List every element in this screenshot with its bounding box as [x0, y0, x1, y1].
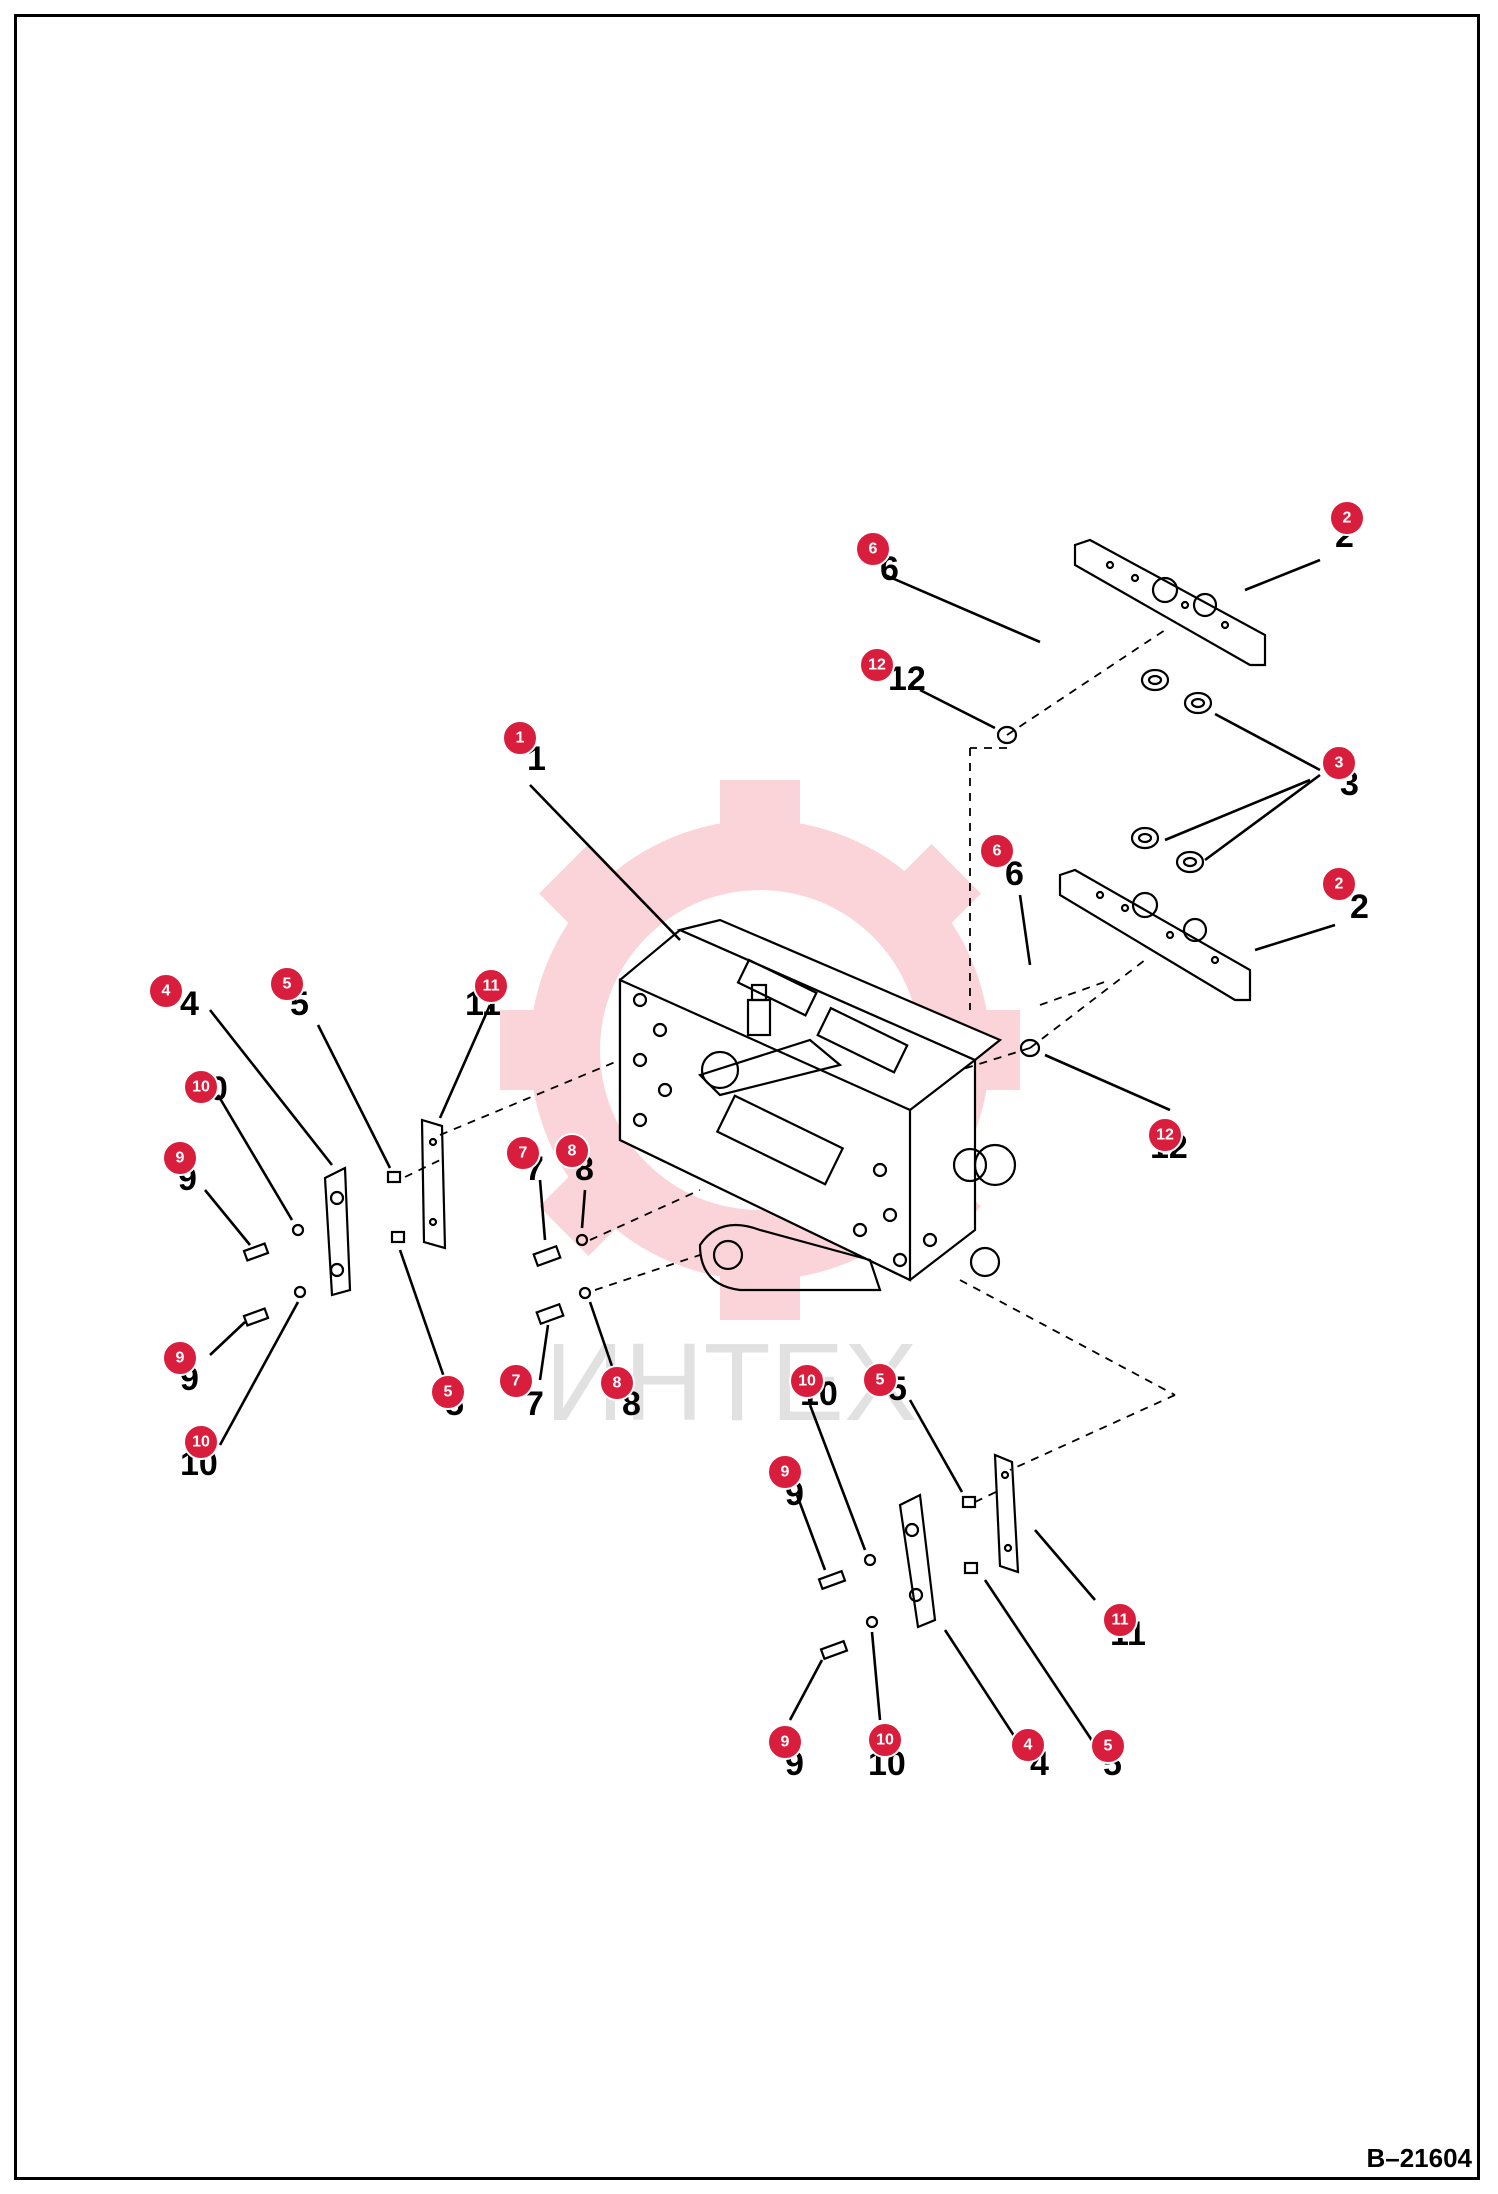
callout-12[interactable]: 12	[859, 647, 895, 683]
callout-6[interactable]: 6	[855, 531, 891, 567]
svg-text:6: 6	[869, 541, 878, 558]
left-strip-part	[420, 1118, 447, 1250]
svg-text:10: 10	[876, 1732, 894, 1749]
part-label: 6	[1005, 855, 1024, 893]
callout-5[interactable]: 5	[862, 1362, 898, 1398]
callout-11[interactable]: 11	[473, 968, 509, 1004]
callout-12[interactable]: 12	[1147, 1117, 1183, 1153]
svg-text:3: 3	[1335, 755, 1344, 772]
callout-5[interactable]: 5	[1090, 1728, 1126, 1764]
parts-linework	[203, 538, 1336, 1746]
nut-parts	[1130, 668, 1213, 874]
callout-hotspots: 2 6 12 3 1 6 2 4 5 11 10 9 7 8 12 9 5 7 …	[148, 500, 1365, 1764]
svg-text:8: 8	[568, 1143, 577, 1160]
drawing-reference-code: B–21604	[1366, 2143, 1472, 2173]
callout-5[interactable]: 5	[269, 966, 305, 1002]
part-label: 4	[180, 985, 199, 1023]
svg-text:7: 7	[512, 1373, 521, 1390]
right-pad-part	[898, 1493, 937, 1629]
callout-7[interactable]: 7	[498, 1363, 534, 1399]
leader-lines	[203, 558, 1336, 1746]
callout-4[interactable]: 4	[1010, 1727, 1046, 1763]
svg-text:10: 10	[798, 1373, 816, 1390]
part-label: 2	[1350, 888, 1369, 926]
svg-text:11: 11	[1112, 1612, 1129, 1629]
washer-part-upper	[996, 725, 1018, 745]
svg-text:5: 5	[1104, 1738, 1113, 1755]
svg-text:9: 9	[781, 1464, 790, 1481]
assembly-dashes	[404, 629, 1176, 1503]
callout-10[interactable]: 10	[183, 1069, 219, 1105]
lower-bracket-part	[1058, 868, 1252, 1002]
right-strip-part	[993, 1453, 1020, 1574]
svg-text:2: 2	[1343, 510, 1352, 527]
svg-text:4: 4	[1024, 1737, 1033, 1754]
svg-text:6: 6	[993, 843, 1002, 860]
callout-11[interactable]: 11	[1102, 1602, 1138, 1638]
callout-4[interactable]: 4	[148, 973, 184, 1009]
callout-10[interactable]: 10	[183, 1424, 219, 1460]
svg-text:9: 9	[176, 1350, 185, 1367]
callout-10[interactable]: 10	[789, 1363, 825, 1399]
callout-8[interactable]: 8	[599, 1365, 635, 1401]
callout-5[interactable]: 5	[430, 1374, 466, 1410]
callout-8[interactable]: 8	[554, 1133, 590, 1169]
svg-text:12: 12	[1156, 1127, 1174, 1144]
svg-text:5: 5	[876, 1372, 885, 1389]
svg-text:10: 10	[192, 1079, 210, 1096]
svg-text:9: 9	[176, 1150, 185, 1167]
svg-text:9: 9	[781, 1734, 790, 1751]
upper-bracket-part	[1073, 538, 1267, 667]
callout-3[interactable]: 3	[1321, 745, 1357, 781]
callout-9[interactable]: 9	[767, 1724, 803, 1760]
svg-text:5: 5	[444, 1384, 453, 1401]
callout-2[interactable]: 2	[1329, 500, 1365, 536]
callout-9[interactable]: 9	[162, 1340, 198, 1376]
svg-text:4: 4	[162, 983, 171, 1000]
svg-text:8: 8	[613, 1375, 622, 1392]
right-fasteners	[817, 1495, 979, 1661]
callout-9[interactable]: 9	[767, 1454, 803, 1490]
callout-1[interactable]: 1	[502, 720, 538, 756]
callout-9[interactable]: 9	[162, 1140, 198, 1176]
svg-text:7: 7	[519, 1145, 528, 1162]
drawing-frame	[14, 14, 1480, 2180]
svg-text:11: 11	[483, 978, 500, 995]
main-frame-part	[618, 918, 1017, 1292]
svg-text:1: 1	[516, 730, 525, 747]
callout-2[interactable]: 2	[1321, 866, 1357, 902]
frame-holes	[632, 992, 938, 1268]
left-fasteners	[242, 1170, 592, 1327]
left-pad-part	[323, 1166, 352, 1297]
washer-part-lower	[1019, 1038, 1041, 1058]
svg-text:2: 2	[1335, 876, 1344, 893]
svg-text:5: 5	[283, 976, 292, 993]
svg-text:12: 12	[868, 657, 886, 674]
svg-text:10: 10	[192, 1434, 210, 1451]
callout-6[interactable]: 6	[979, 833, 1015, 869]
part-label: 7	[525, 1385, 544, 1423]
callout-7[interactable]: 7	[505, 1135, 541, 1171]
callout-10[interactable]: 10	[867, 1722, 903, 1758]
